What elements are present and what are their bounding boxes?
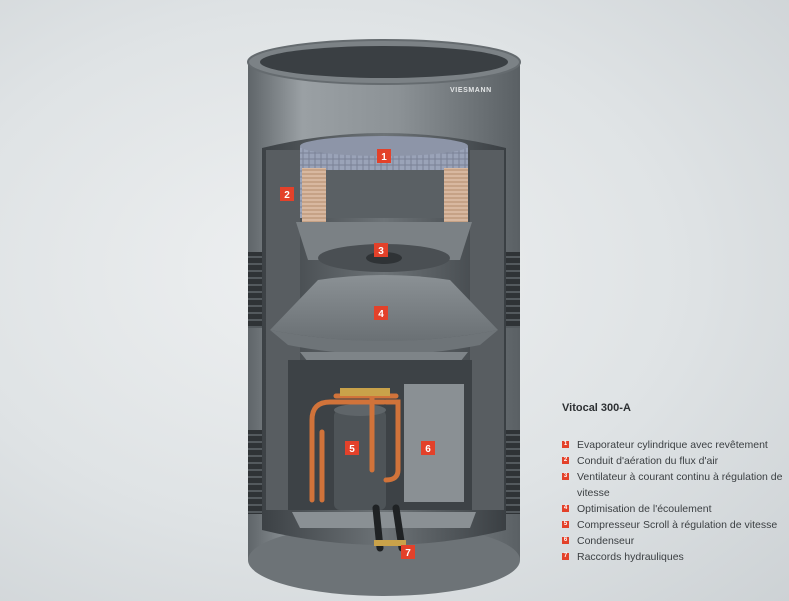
legend-text: Ventilateur à courant continu à régulati… (577, 471, 783, 499)
legend-number: 5 (562, 521, 569, 528)
legend-item: 4 Optimisation de l'écoulement (562, 501, 784, 517)
compressor (334, 410, 386, 510)
legend-text: Optimisation de l'écoulement (577, 503, 712, 515)
callout-2: 2 (280, 187, 294, 201)
cylinder-bottom (248, 524, 520, 596)
connection-fittings (374, 540, 406, 546)
svg-text:7: 7 (405, 548, 411, 559)
legend-list: 1 Evaporateur cylindrique avec revêtemen… (562, 437, 784, 565)
legend-number: 7 (562, 553, 569, 560)
callout-6: 6 (421, 441, 435, 455)
legend-number: 3 (562, 473, 569, 480)
svg-text:4: 4 (378, 309, 384, 320)
svg-text:5: 5 (349, 444, 355, 455)
legend-text: Compresseur Scroll à régulation de vites… (577, 519, 778, 531)
legend-item: 5 Compresseur Scroll à régulation de vit… (562, 517, 784, 533)
legend-item: 7 Raccords hydrauliques (562, 549, 784, 565)
legend: Vitocal 300-A 1 Evaporateur cylindrique … (562, 402, 784, 565)
legend-number: 4 (562, 505, 569, 512)
legend-item: 6 Condenseur (562, 533, 784, 549)
callout-7: 7 (401, 545, 415, 559)
legend-text: Conduit d'aération du flux d'air (577, 455, 719, 467)
callout-5: 5 (345, 441, 359, 455)
legend-number: 1 (562, 441, 569, 448)
legend-text: Evaporateur cylindrique avec revêtement (577, 439, 768, 451)
evaporator-core (326, 170, 444, 218)
svg-text:3: 3 (378, 246, 384, 257)
svg-text:1: 1 (381, 152, 387, 163)
callout-4: 4 (374, 306, 388, 320)
evaporator-side-right (444, 168, 468, 224)
cylinder-top-cover (260, 46, 508, 78)
flow-cone-lip (270, 330, 498, 355)
evaporator-top (300, 136, 468, 156)
base-plate (292, 512, 476, 528)
brand-logo: VIESMANN (450, 87, 492, 94)
svg-text:6: 6 (425, 444, 431, 455)
pipe-valve (340, 388, 390, 396)
evaporator-side-left (302, 168, 326, 224)
legend-number: 6 (562, 537, 569, 544)
legend-item: 3 Ventilateur à courant continu à régula… (562, 469, 784, 501)
legend-item: 2 Conduit d'aération du flux d'air (562, 453, 784, 469)
legend-title: Vitocal 300-A (562, 402, 631, 414)
callout-3: 3 (374, 243, 388, 257)
callout-1: 1 (377, 149, 391, 163)
legend-item: 1 Evaporateur cylindrique avec revêtemen… (562, 437, 784, 453)
svg-text:2: 2 (284, 190, 290, 201)
legend-number: 2 (562, 457, 569, 464)
legend-text: Raccords hydrauliques (577, 551, 684, 563)
legend-text: Condenseur (577, 535, 635, 547)
